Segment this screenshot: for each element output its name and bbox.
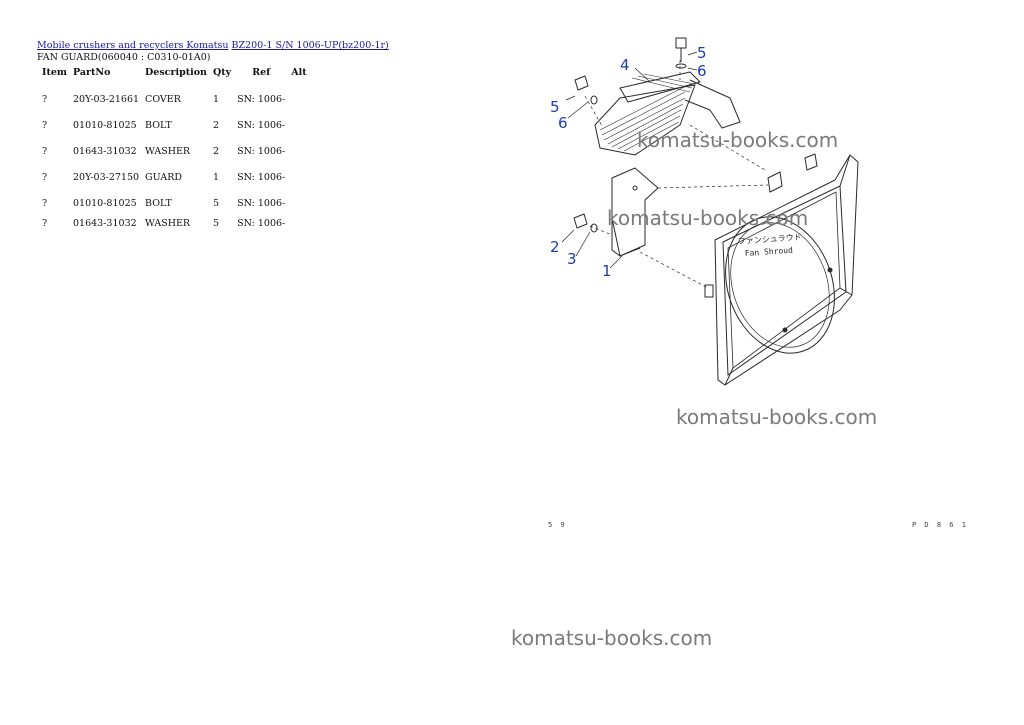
cell-ref: SN: 1006-	[237, 197, 286, 209]
watermark: komatsu-books.com	[511, 626, 713, 650]
cell-ref: SN: 1006-	[237, 145, 286, 157]
washer-left-upper	[590, 95, 598, 105]
cell-item: ?	[42, 171, 48, 183]
table-row: ? 01643-31032 WASHER 2 SN: 1006-	[37, 138, 312, 164]
cell-partno: 20Y-03-21661	[73, 93, 140, 105]
cell-item: ?	[42, 217, 48, 229]
cell-description: COVER	[145, 93, 181, 105]
cell-partno: 20Y-03-27150	[73, 171, 140, 183]
washer-left-lower	[590, 223, 598, 233]
fan-shroud-ring	[725, 216, 835, 354]
shroud-label-en: Fan Shroud	[745, 246, 794, 258]
cell-alt	[288, 216, 312, 230]
watermark: komatsu-books.com	[607, 206, 809, 230]
cell-description: GUARD	[145, 171, 182, 183]
cell-qty: 2	[212, 145, 220, 157]
cell-alt	[288, 190, 312, 216]
header-partno: PartNo	[73, 67, 111, 78]
header-qty: Qty	[212, 67, 232, 78]
shroud-label-jp: ファンシュラウド	[738, 233, 802, 246]
cover-panel	[594, 84, 696, 156]
table-row: ? 01010-81025 BOLT 2 SN: 1006-	[37, 112, 312, 138]
breadcrumb-link-model[interactable]: BZ200-1 S/N 1006-UP(bz200-1r)	[231, 40, 389, 51]
cell-qty: 5	[212, 197, 220, 209]
cell-item: ?	[42, 93, 48, 105]
header-ref: Ref	[252, 67, 271, 78]
page-number: 5 9	[548, 521, 567, 529]
callout-5-top: 5	[697, 44, 707, 62]
cell-ref: SN: 1006-	[237, 93, 286, 105]
header-description: Description	[145, 67, 207, 78]
cell-partno: 01643-31032	[73, 217, 137, 229]
header-item: Item	[42, 67, 67, 78]
cell-alt	[288, 86, 312, 112]
bolt-left-lower	[573, 213, 588, 229]
table-header-row: Item PartNo Description Qty Ref Alt	[37, 64, 312, 86]
cell-qty: 2	[212, 119, 220, 131]
callout-6-left: 6	[558, 114, 568, 132]
cell-description: WASHER	[145, 145, 191, 157]
cell-ref: SN: 1006-	[237, 119, 286, 131]
washer-top	[675, 63, 687, 69]
callout-3: 3	[567, 250, 577, 268]
table-row: ? 20Y-03-27150 GUARD 1 SN: 1006-	[37, 164, 312, 190]
cell-item: ?	[42, 145, 48, 157]
cell-partno: 01643-31032	[73, 145, 137, 157]
cell-alt	[288, 164, 312, 190]
cell-item: ?	[42, 119, 48, 131]
cell-item: ?	[42, 197, 48, 209]
parts-diagram: 1 2 3 4 5 6 5 6 ファンシュラウド Fan Shroud	[550, 37, 859, 386]
guard-bracket	[611, 167, 659, 257]
cell-qty: 5	[212, 217, 220, 229]
cell-partno: 01010-81025	[73, 197, 137, 209]
cell-alt	[288, 112, 312, 138]
cell-alt	[288, 138, 312, 164]
page-title: FAN GUARD(060040 : C0310-01A0)	[37, 52, 211, 63]
callout-6-top: 6	[697, 62, 707, 80]
breadcrumb-link-category[interactable]: Mobile crushers and recyclers Komatsu	[37, 40, 229, 51]
header-alt: Alt	[291, 67, 307, 78]
cell-description: BOLT	[145, 119, 172, 131]
page-code: P D 8 6 1	[912, 521, 968, 529]
fan-shroud-frame	[714, 154, 859, 386]
breadcrumb: Mobile crushers and recyclers Komatsu BZ…	[37, 40, 389, 52]
parts-table: Item PartNo Description Qty Ref Alt ? 20…	[37, 64, 312, 230]
callout-1: 1	[602, 262, 612, 280]
callout-4: 4	[620, 56, 630, 74]
table-row: ? 01643-31032 WASHER 5 SN: 1006-	[37, 216, 312, 230]
table-row: ? 20Y-03-21661 COVER 1 SN: 1006-	[37, 86, 312, 112]
bolt-top	[675, 37, 687, 49]
cell-qty: 1	[212, 93, 220, 105]
cell-ref: SN: 1006-	[237, 217, 286, 229]
bolt-left-upper	[574, 75, 589, 91]
callout-5-left: 5	[550, 98, 560, 116]
cell-description: BOLT	[145, 197, 172, 209]
cell-ref: SN: 1006-	[237, 171, 286, 183]
cell-partno: 01010-81025	[73, 119, 137, 131]
callout-2: 2	[550, 238, 560, 256]
watermark: komatsu-books.com	[637, 128, 839, 152]
watermark: komatsu-books.com	[676, 405, 878, 429]
cell-qty: 1	[212, 171, 220, 183]
table-row: ? 01010-81025 BOLT 5 SN: 1006-	[37, 190, 312, 216]
cell-description: WASHER	[145, 217, 191, 229]
